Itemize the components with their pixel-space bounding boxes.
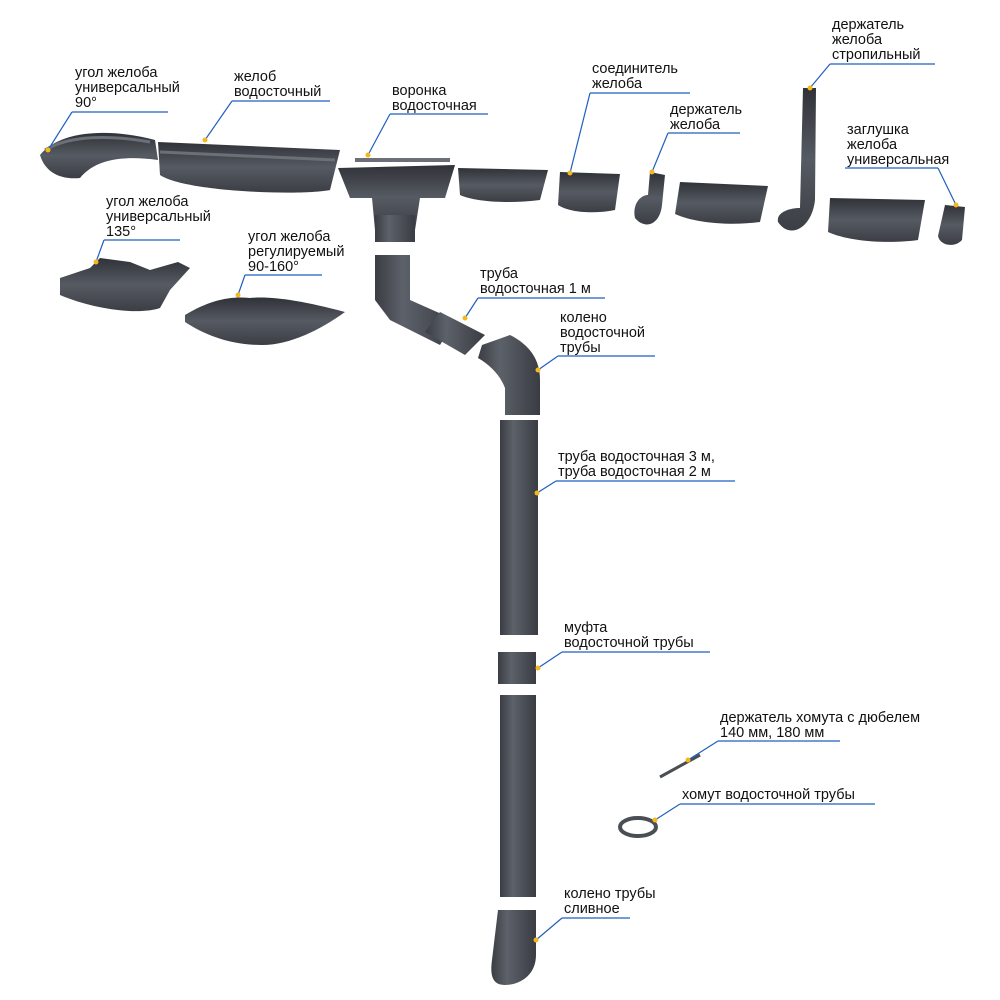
gutter-section-part: [458, 168, 548, 203]
outlet-part: [491, 910, 536, 985]
label-clamp: хомут водосточной трубы: [682, 787, 855, 803]
corner-adjustable-part: [185, 297, 345, 345]
gutter-section-2-part: [675, 182, 768, 224]
corner-90-part: [40, 132, 158, 179]
coupling-part: [498, 652, 536, 684]
corner-135-part: [60, 258, 190, 312]
label-pipe-3m-2m: труба водосточная 3 м,труба водосточная …: [558, 449, 715, 480]
gutter-section-3-part: [828, 198, 925, 242]
end-cap-part: [938, 205, 965, 245]
leader-lines: [47, 63, 957, 941]
rafter-holder-part: [777, 88, 816, 231]
connector-part: [558, 172, 620, 213]
pipe-3m-part: [500, 420, 538, 635]
gutter-part: [158, 142, 340, 193]
pipe-1m-part: [425, 312, 485, 355]
attachment-markers: [45, 85, 959, 943]
elbow-part: [478, 335, 540, 415]
clamp-part: [618, 816, 658, 838]
holder-part: [634, 172, 665, 225]
pipe-2m-part: [500, 695, 536, 897]
funnel-part: [338, 158, 455, 242]
clamp-holder-part: [659, 753, 701, 779]
